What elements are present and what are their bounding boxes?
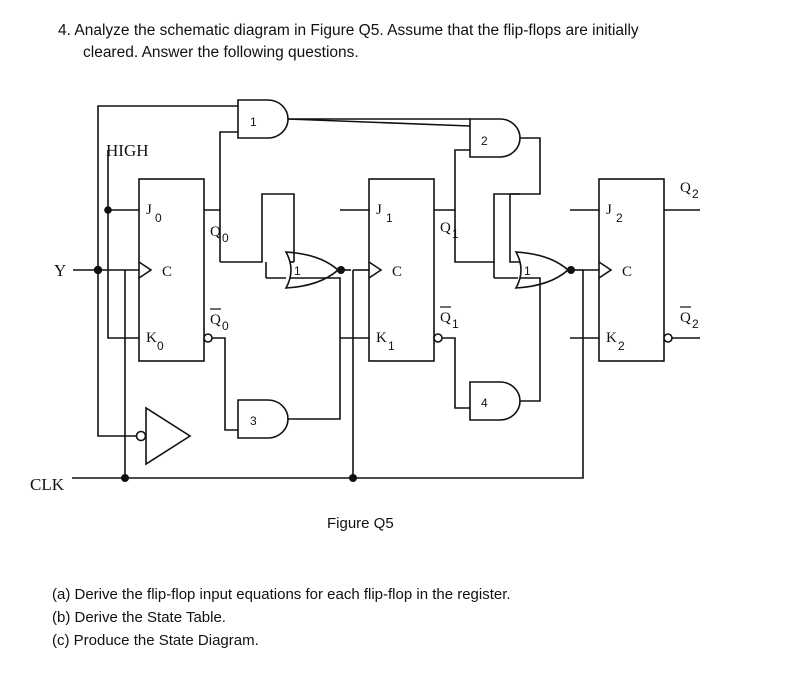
question-line-2: cleared. Answer the following questions. <box>83 44 359 61</box>
and-gate-4 <box>469 381 521 421</box>
question-line-1: 4. Analyze the schematic diagram in Figu… <box>58 22 639 39</box>
ff2-qbar-sub: 2 <box>692 317 699 331</box>
and-gate-2-label: 2 <box>481 134 488 148</box>
or-gate-1-label: 1 <box>294 264 301 278</box>
figure-caption: Figure Q5 <box>327 515 394 532</box>
ff1-q-label: Q <box>440 220 451 236</box>
ff2-k-sub: 2 <box>618 339 625 353</box>
and-gate-4-label: 4 <box>481 396 488 410</box>
ff0-k-label: K <box>146 330 157 346</box>
ff0-q-sub: 0 <box>222 231 229 245</box>
y-input-label: Y <box>54 261 66 280</box>
ff1-q-sub: 1 <box>452 227 459 241</box>
schematic-diagram: HIGH Y CLK J 0 C K 0 Q 0 Q 0 J 1 C K 1 Q… <box>30 99 700 494</box>
ff2-q-sub: 2 <box>692 187 699 201</box>
part-b: (b) Derive the State Table. <box>52 609 226 626</box>
ff2-q-label: Q <box>680 180 691 196</box>
or-gate-1 <box>284 251 340 289</box>
ff1-qbar-sub: 1 <box>452 317 459 331</box>
ff1-k-sub: 1 <box>388 339 395 353</box>
ff2-k-label: K <box>606 330 617 346</box>
and-gate-1-label: 1 <box>250 115 257 129</box>
ff0-qbar-sub: 0 <box>222 319 229 333</box>
ff0-j-sub: 0 <box>155 211 162 225</box>
ff1-j-label: J <box>376 202 382 218</box>
and-gate-3 <box>237 399 289 439</box>
and-gate-2 <box>469 118 521 158</box>
clk-label: CLK <box>30 475 65 494</box>
high-label: HIGH <box>106 141 149 160</box>
or-gate-2 <box>514 251 570 289</box>
ff0-j-label: J <box>146 202 152 218</box>
inverter <box>145 406 192 466</box>
ff1-qbar-label: Q <box>440 310 451 326</box>
ff2-j-label: J <box>606 202 612 218</box>
ff1-c-label: C <box>392 264 402 280</box>
ff0-k-sub: 0 <box>157 339 164 353</box>
ff2-j-sub: 2 <box>616 211 623 225</box>
ff0-qbar-label: Q <box>210 312 221 328</box>
and-gate-1 <box>237 99 289 139</box>
ff0-q-label: Q <box>210 224 221 240</box>
and-gate-3-label: 3 <box>250 414 257 428</box>
part-a: (a) Derive the flip-flop input equations… <box>52 586 511 603</box>
ff2-qbar-label: Q <box>680 310 691 326</box>
or-gate-2-label: 1 <box>524 264 531 278</box>
ff1-j-sub: 1 <box>386 211 393 225</box>
part-c: (c) Produce the State Diagram. <box>52 632 259 649</box>
ff1-k-label: K <box>376 330 387 346</box>
ff2-c-label: C <box>622 264 632 280</box>
ff0-c-label: C <box>162 264 172 280</box>
